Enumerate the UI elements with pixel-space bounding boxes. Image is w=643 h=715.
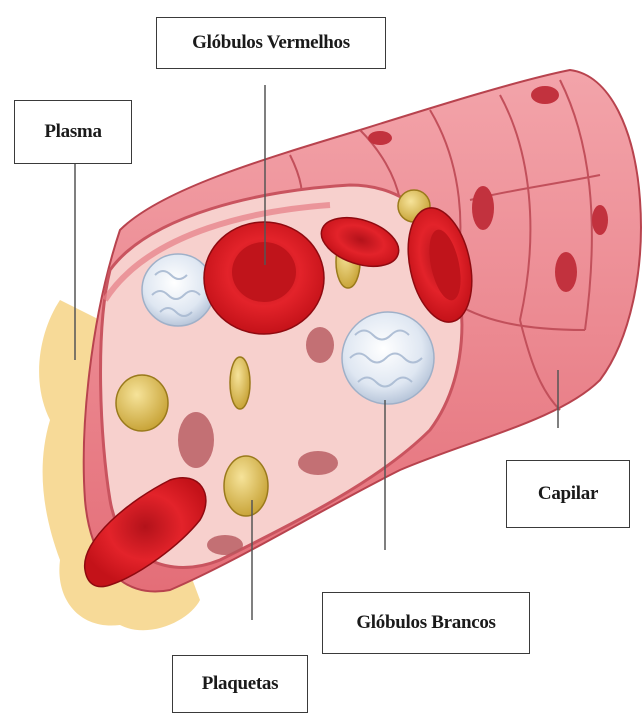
label-plasma: Plasma (14, 100, 132, 164)
platelet (116, 375, 168, 431)
white-cell (142, 254, 214, 326)
label-white-cells: Glóbulos Brancos (322, 592, 530, 654)
label-red-cells: Glóbulos Vermelhos (156, 17, 386, 69)
white-cell (342, 312, 434, 404)
platelet (230, 357, 250, 409)
label-capillary: Capilar (506, 460, 630, 528)
platelet (224, 456, 268, 516)
label-platelets: Plaquetas (172, 655, 308, 713)
